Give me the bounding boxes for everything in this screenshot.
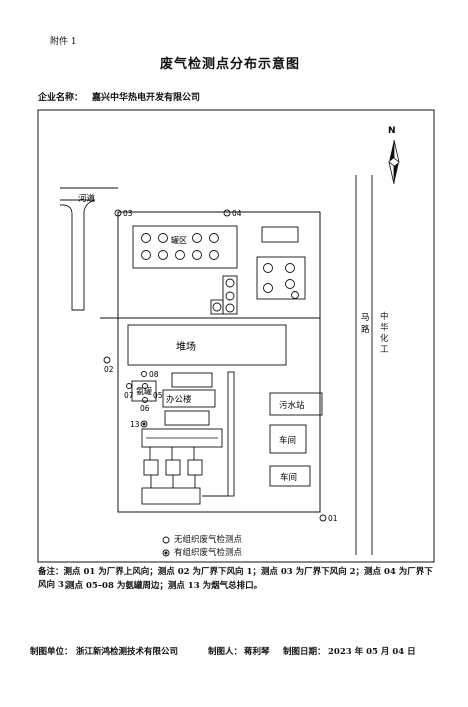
point-08-marker — [141, 371, 147, 377]
north-arrow-icon — [388, 139, 400, 185]
office-label: 办公楼 — [166, 394, 192, 405]
road-label-char: 路 — [361, 324, 370, 335]
point-04-marker — [223, 209, 231, 217]
tank-area — [132, 225, 238, 269]
maker-person: 蒋利琴 — [244, 647, 270, 657]
road-label-char: 马 — [361, 313, 370, 323]
legend-open-marker — [162, 536, 170, 544]
tank-circles — [141, 233, 219, 260]
tank-group-right — [256, 256, 306, 300]
maker-unit-label: 制图单位： — [30, 647, 73, 657]
point-06-label: 06 — [140, 404, 150, 413]
point-08-label: 08 — [149, 370, 159, 379]
note-line-2: 测点 05–08 为氨罐周边；测点 13 为烟气总排口。 — [66, 581, 263, 591]
note-line-1: 备注：测点 01 为厂界上风向；测点 02 为厂界下风向 1；测点 03 为厂界… — [38, 567, 433, 590]
point-07-marker — [126, 383, 132, 389]
point-03-marker — [114, 209, 122, 217]
workshop-2-label: 车间 — [280, 472, 297, 483]
point-06-marker — [142, 397, 148, 403]
date-label: 制图日期： — [283, 647, 326, 657]
building-small-a — [171, 372, 213, 388]
sewage-station — [269, 392, 323, 416]
ammonia-tank-label: 氨罐 — [136, 386, 152, 396]
tank-group-right-circles — [263, 263, 299, 299]
date-value: 2023 年 05 月 04 日 — [328, 647, 416, 657]
yard-box — [127, 324, 287, 366]
point-07-label: 07 — [124, 391, 134, 400]
legend-filled-marker-ring — [162, 549, 170, 557]
legend-organized-label: 有组织废气检测点 — [174, 548, 243, 558]
building-upper-right — [261, 226, 299, 243]
production-line — [141, 371, 235, 505]
sewage-label: 污水站 — [279, 400, 305, 411]
page-title: 废气检测点分布示意图 — [160, 57, 301, 72]
map-frame — [37, 109, 435, 563]
point-02-marker — [103, 356, 111, 364]
point-13-marker — [140, 420, 148, 428]
point-01-marker — [319, 514, 327, 522]
north-label: N — [388, 126, 396, 136]
point-01-label: 01 — [328, 514, 338, 523]
point-05-label: 05 — [153, 391, 163, 400]
neighbor-label: 中华化工 — [380, 312, 389, 355]
legend-unorganized-label: 无组织废气检测点 — [174, 535, 243, 545]
legend-filled-marker-dot — [164, 551, 168, 555]
attachment-label: 附件 1 — [50, 37, 77, 47]
company-label: 企业名称： — [38, 93, 84, 103]
company-name: 嘉兴中华热电开发有限公司 — [92, 93, 201, 103]
office-building — [162, 389, 216, 408]
building-small-b — [164, 410, 210, 426]
point-13-label: 13 — [130, 420, 140, 429]
point-05-marker — [142, 383, 148, 389]
river-label: 河道 — [78, 193, 96, 204]
point-03-label: 03 — [123, 209, 133, 218]
river-boundary — [59, 187, 118, 311]
point-04-label: 04 — [232, 209, 242, 218]
stacked-tanks — [210, 275, 238, 315]
ammonia-tank-box — [131, 380, 157, 402]
maker-unit: 浙江新鸿检测技术有限公司 — [76, 647, 179, 657]
workshop-1-label: 车间 — [279, 435, 296, 446]
plant-boundary — [117, 211, 321, 513]
boiler-house — [141, 428, 223, 448]
road-label: 马路 — [361, 313, 370, 335]
maker-person-label: 制图人： — [208, 647, 243, 657]
point-02-label: 02 — [104, 365, 114, 374]
yard-label: 堆场 — [176, 340, 196, 353]
workshop-1 — [269, 424, 307, 454]
workshop-2 — [269, 465, 311, 487]
tank-area-label: 罐区 — [171, 235, 187, 245]
